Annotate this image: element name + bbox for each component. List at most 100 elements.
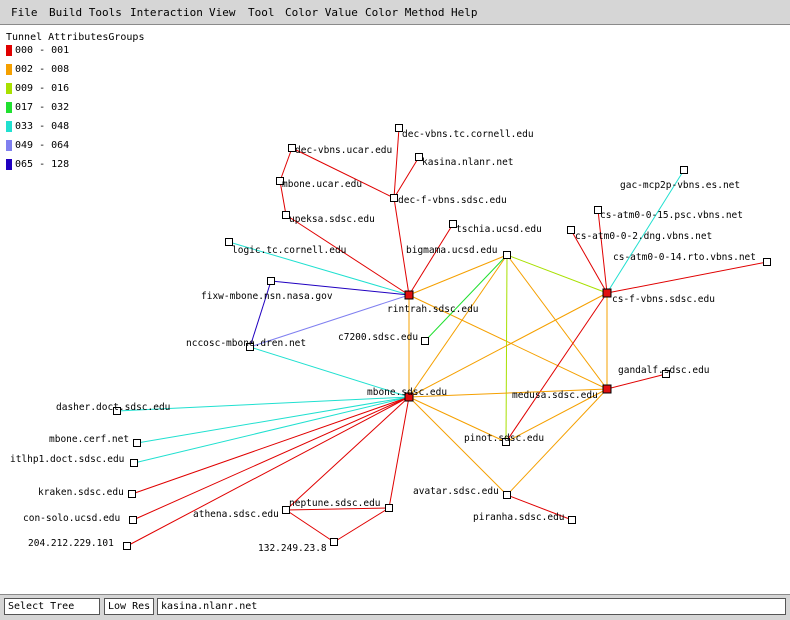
node-kasina[interactable] bbox=[415, 153, 423, 161]
menu-color-method[interactable]: Color Method bbox=[365, 6, 445, 19]
node-pinot[interactable] bbox=[502, 438, 510, 446]
tunnel-edge-dec_ucar-mbone_ucar[interactable] bbox=[279, 147, 293, 182]
mode-field[interactable]: Select Tree bbox=[4, 598, 100, 615]
tunnel-edge-medusa-mbone_sdsc[interactable] bbox=[408, 388, 608, 398]
tunnel-edge-rintrah-tschia[interactable] bbox=[408, 223, 454, 296]
legend-swatch bbox=[6, 140, 12, 151]
menu-tool[interactable]: Tool bbox=[248, 6, 275, 19]
node-ip132[interactable] bbox=[330, 538, 338, 546]
tunnel-edge-csf-csatm15[interactable] bbox=[597, 209, 608, 294]
tunnel-edge-athena-neptune[interactable] bbox=[285, 507, 390, 511]
tunnel-edge-decf-dec_ucar[interactable] bbox=[291, 147, 395, 199]
node-dec_ucar[interactable] bbox=[288, 144, 296, 152]
node-fixw[interactable] bbox=[267, 277, 275, 285]
node-label-c7200: c7200.sdsc.edu bbox=[338, 332, 418, 343]
tunnel-edge-rintrah-nccosc[interactable] bbox=[249, 294, 410, 348]
tunnel-edge-neptune-ip132[interactable] bbox=[333, 507, 390, 543]
node-consolo[interactable] bbox=[129, 516, 137, 524]
tunnel-edge-avatar-piranha[interactable] bbox=[506, 494, 573, 521]
node-neptune[interactable] bbox=[385, 504, 393, 512]
tunnel-edge-csf-pinot[interactable] bbox=[505, 292, 608, 443]
node-tschia[interactable] bbox=[449, 220, 457, 228]
tunnel-edge-rintrah-logic[interactable] bbox=[228, 241, 410, 296]
tunnel-edge-rintrah-upeksa[interactable] bbox=[285, 214, 410, 296]
tunnel-edge-csf-mbone_sdsc[interactable] bbox=[408, 292, 608, 398]
status-bar: Select Tree Low Res kasina.nlanr.net bbox=[0, 594, 790, 620]
tunnel-edge-mbone_sdsc-cerf[interactable] bbox=[136, 396, 410, 444]
node-csatm14[interactable] bbox=[763, 258, 771, 266]
node-label-tschia: tschia.ucsd.edu bbox=[456, 224, 542, 235]
node-c7200[interactable] bbox=[421, 337, 429, 345]
node-athena[interactable] bbox=[282, 506, 290, 514]
tunnel-edge-bigmama-pinot[interactable] bbox=[505, 254, 508, 443]
node-piranha[interactable] bbox=[568, 516, 576, 524]
node-csf[interactable] bbox=[602, 288, 612, 298]
tunnel-edge-bigmama-mbone_sdsc[interactable] bbox=[408, 254, 508, 398]
node-dasher[interactable] bbox=[113, 407, 121, 415]
selected-node-field[interactable]: kasina.nlanr.net bbox=[157, 598, 786, 615]
tunnel-edge-rintrah-fixw[interactable] bbox=[270, 280, 410, 296]
node-dec_tc[interactable] bbox=[395, 124, 403, 132]
menu-file[interactable]: File bbox=[11, 6, 38, 19]
legend-swatch bbox=[6, 121, 12, 132]
node-label-ip204: 204.212.229.101 bbox=[28, 538, 114, 549]
tunnel-edge-rintrah-medusa[interactable] bbox=[408, 294, 608, 390]
node-upeksa[interactable] bbox=[282, 211, 290, 219]
tunnel-edge-bigmama-c7200[interactable] bbox=[424, 254, 508, 342]
tunnel-edge-mbone_sdsc-dasher[interactable] bbox=[116, 396, 410, 412]
tunnel-edge-mbone_sdsc-pinot[interactable] bbox=[408, 396, 507, 443]
tunnel-edge-athena-ip132[interactable] bbox=[285, 509, 335, 543]
node-csatm2[interactable] bbox=[567, 226, 575, 234]
tunnel-edge-mbone_sdsc-avatar[interactable] bbox=[408, 396, 508, 496]
node-csatm15[interactable] bbox=[594, 206, 602, 214]
node-mbone_ucar[interactable] bbox=[276, 177, 284, 185]
tunnel-edge-mbone_ucar-upeksa[interactable] bbox=[279, 180, 287, 216]
node-decf[interactable] bbox=[390, 194, 398, 202]
legend-item: 049 - 064 bbox=[6, 139, 144, 158]
tunnel-edge-mbone_sdsc-itlhp1[interactable] bbox=[133, 396, 410, 464]
node-label-csatm14: cs-atm0-0-14.rto.vbns.net bbox=[613, 252, 756, 263]
node-ip204[interactable] bbox=[123, 542, 131, 550]
tunnel-edge-decf-kasina[interactable] bbox=[393, 156, 420, 199]
tunnel-edge-mbone_sdsc-nccosc[interactable] bbox=[249, 346, 410, 398]
node-kraken[interactable] bbox=[128, 490, 136, 498]
tunnel-edge-csf-csatm2[interactable] bbox=[570, 229, 608, 294]
node-cerf[interactable] bbox=[133, 439, 141, 447]
tunnel-edge-medusa-avatar[interactable] bbox=[506, 388, 608, 496]
menu-help[interactable]: Help bbox=[451, 6, 478, 19]
tunnel-edge-decf-dec_tc[interactable] bbox=[393, 127, 400, 199]
node-avatar[interactable] bbox=[503, 491, 511, 499]
tunnel-edge-rintrah-decf[interactable] bbox=[393, 197, 410, 296]
tunnel-edge-csf-gac[interactable] bbox=[606, 169, 685, 294]
tunnel-edge-mbone_sdsc-athena[interactable] bbox=[285, 396, 410, 511]
menu-view[interactable]: View bbox=[209, 6, 236, 19]
node-rintrah[interactable] bbox=[404, 290, 414, 300]
tunnel-edge-fixw-nccosc[interactable] bbox=[249, 280, 272, 348]
tunnel-edge-mbone_sdsc-neptune[interactable] bbox=[388, 396, 410, 509]
node-label-fixw: fixw-mbone.nsn.nasa.gov bbox=[201, 291, 333, 302]
node-gandalf[interactable] bbox=[662, 370, 670, 378]
menu-build-tools[interactable]: Build Tools bbox=[49, 6, 122, 19]
tunnel-edge-csf-csatm14[interactable] bbox=[606, 261, 768, 294]
resolution-field[interactable]: Low Res bbox=[104, 598, 154, 615]
node-gac[interactable] bbox=[680, 166, 688, 174]
node-nccosc[interactable] bbox=[246, 343, 254, 351]
tunnel-edge-bigmama-medusa[interactable] bbox=[506, 254, 608, 390]
tunnel-edge-mbone_sdsc-ip204[interactable] bbox=[126, 396, 410, 547]
tunnel-edge-medusa-pinot[interactable] bbox=[505, 388, 608, 443]
tunnel-edge-medusa-gandalf[interactable] bbox=[606, 373, 667, 390]
node-mbone_sdsc[interactable] bbox=[404, 392, 414, 402]
menu-interaction[interactable]: Interaction bbox=[130, 6, 203, 19]
node-logic[interactable] bbox=[225, 238, 233, 246]
node-bigmama[interactable] bbox=[503, 251, 511, 259]
tunnel-edge-bigmama-csf[interactable] bbox=[506, 254, 608, 294]
menu-color-value[interactable]: Color Value bbox=[285, 6, 358, 19]
node-itlhp1[interactable] bbox=[130, 459, 138, 467]
node-label-dasher: dasher.doct.sdsc.edu bbox=[56, 402, 170, 413]
tunnel-edge-mbone_sdsc-kraken[interactable] bbox=[131, 396, 410, 495]
node-medusa[interactable] bbox=[602, 384, 612, 394]
tunnel-edge-rintrah-bigmama[interactable] bbox=[408, 254, 508, 296]
tunnel-edge-mbone_sdsc-consolo[interactable] bbox=[132, 396, 410, 521]
